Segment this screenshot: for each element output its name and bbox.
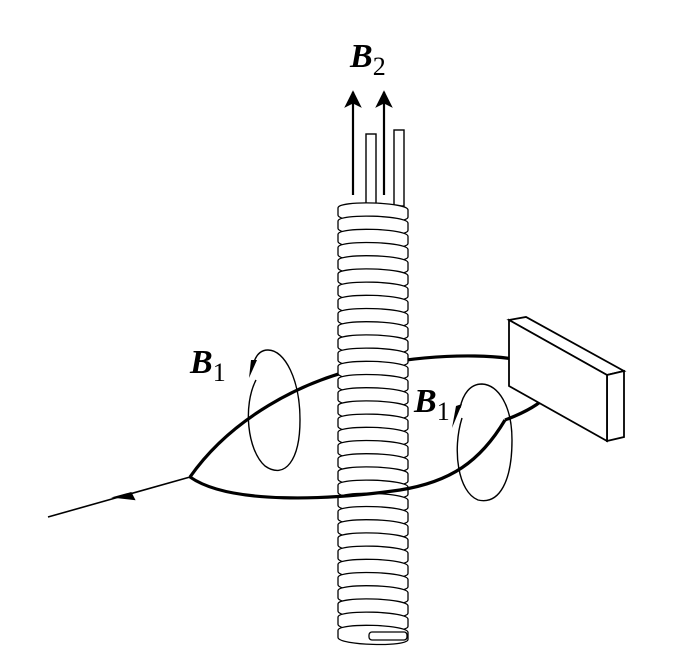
coil-lead-left — [365, 133, 377, 207]
b2-field-arrows — [344, 90, 393, 195]
b1-field-loop-right — [452, 383, 513, 502]
incoming-beam — [47, 476, 191, 518]
coil-lead-right — [393, 129, 405, 207]
target-plate — [506, 316, 627, 443]
b1-right-arrow-icon — [452, 404, 462, 428]
incoming-beam-arrow-icon — [111, 492, 136, 501]
solenoid-coil — [337, 202, 409, 646]
label-b2: B2 — [349, 38, 386, 81]
b1-field-loop-left — [247, 349, 301, 472]
label-b1-right: B1 — [413, 383, 450, 426]
label-b1-left: B1 — [189, 344, 226, 387]
electron-beam-loop-front — [189, 419, 507, 500]
coil-bottom-lead — [368, 631, 408, 641]
b1-left-arrow-icon — [249, 360, 257, 378]
